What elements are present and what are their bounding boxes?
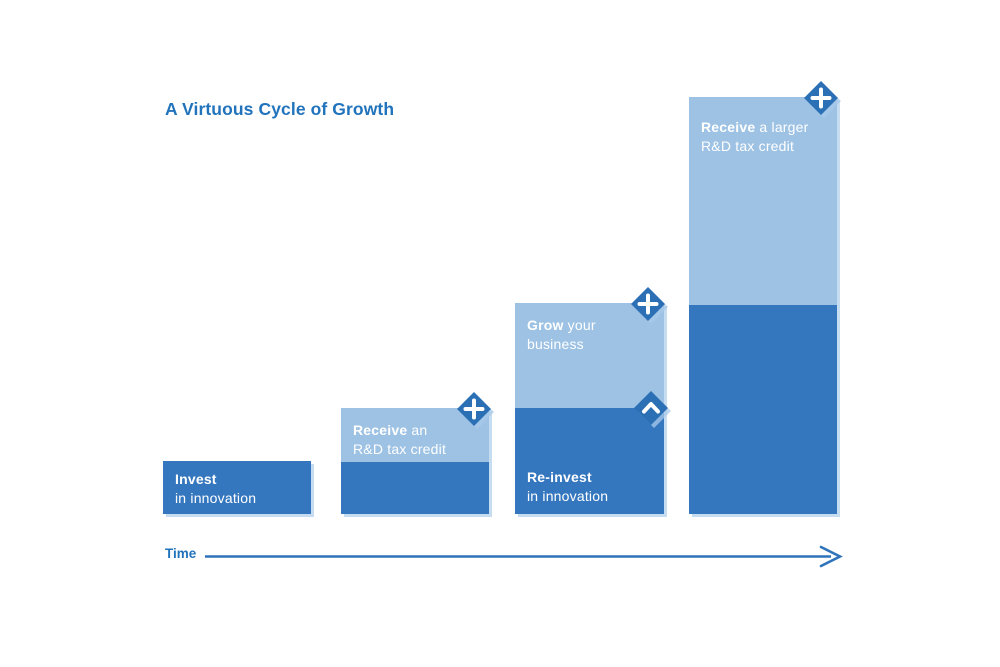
bar-grow-label-bold: Grow <box>527 317 564 333</box>
bar-grow-light-segment: Grow your business <box>515 303 664 408</box>
bar-receive-larger-label-rest: a larger <box>755 119 809 135</box>
bar-grow-label-line2: business <box>527 335 584 352</box>
bar-receive-credit-dark-segment <box>341 462 489 514</box>
bar-grow-label: Grow your business <box>515 303 664 353</box>
bar-invest-label: Invest in innovation <box>163 461 311 507</box>
bar-invest-dark-segment: Invest in innovation <box>163 461 311 514</box>
bar-reinvest-label: Re-invest in innovation <box>515 468 620 505</box>
bar-receive-credit-label-bold: Receive <box>353 422 408 438</box>
plus-icon <box>631 287 668 324</box>
bar-receive-credit-label: Receive an R&D tax credit <box>341 408 489 458</box>
bar-receive-credit-label-rest: an <box>407 422 428 438</box>
bar-reinvest-label-line2: in innovation <box>527 487 609 504</box>
time-axis-arrow <box>205 545 843 568</box>
chart-title: A Virtuous Cycle of Growth <box>165 99 395 119</box>
bar-receive-credit: Receive an R&D tax credit <box>341 408 489 514</box>
chevron-up-icon <box>634 391 671 428</box>
bar-receive-larger-label-line2: R&D tax credit <box>701 137 795 154</box>
bar-receive-credit-light-segment: Receive an R&D tax credit <box>341 408 489 462</box>
bar-invest-label-line2: in innovation <box>175 489 257 506</box>
bar-grow-label-rest: your <box>563 317 596 333</box>
bar-receive-larger-light-segment: Receive a larger R&D tax credit <box>689 97 837 305</box>
plus-icon <box>457 392 494 429</box>
bar-receive-larger-credit: Receive a larger R&D tax credit <box>689 97 837 514</box>
bar-receive-credit-label-line2: R&D tax credit <box>353 440 447 457</box>
bar-receive-larger-label-bold: Receive <box>701 119 756 135</box>
bar-grow-reinvest: Grow your business Re-invest in innovati… <box>515 303 664 514</box>
plus-icon <box>804 81 841 118</box>
bar-reinvest-dark-segment: Re-invest in innovation <box>515 408 664 514</box>
bar-receive-larger-dark-segment <box>689 305 837 514</box>
time-axis-label: Time <box>165 546 197 561</box>
bar-receive-larger-label: Receive a larger R&D tax credit <box>689 97 837 155</box>
bar-invest-label-bold: Invest <box>175 471 217 487</box>
bar-reinvest-label-bold: Re-invest <box>527 469 592 485</box>
bar-invest: Invest in innovation <box>163 461 311 514</box>
